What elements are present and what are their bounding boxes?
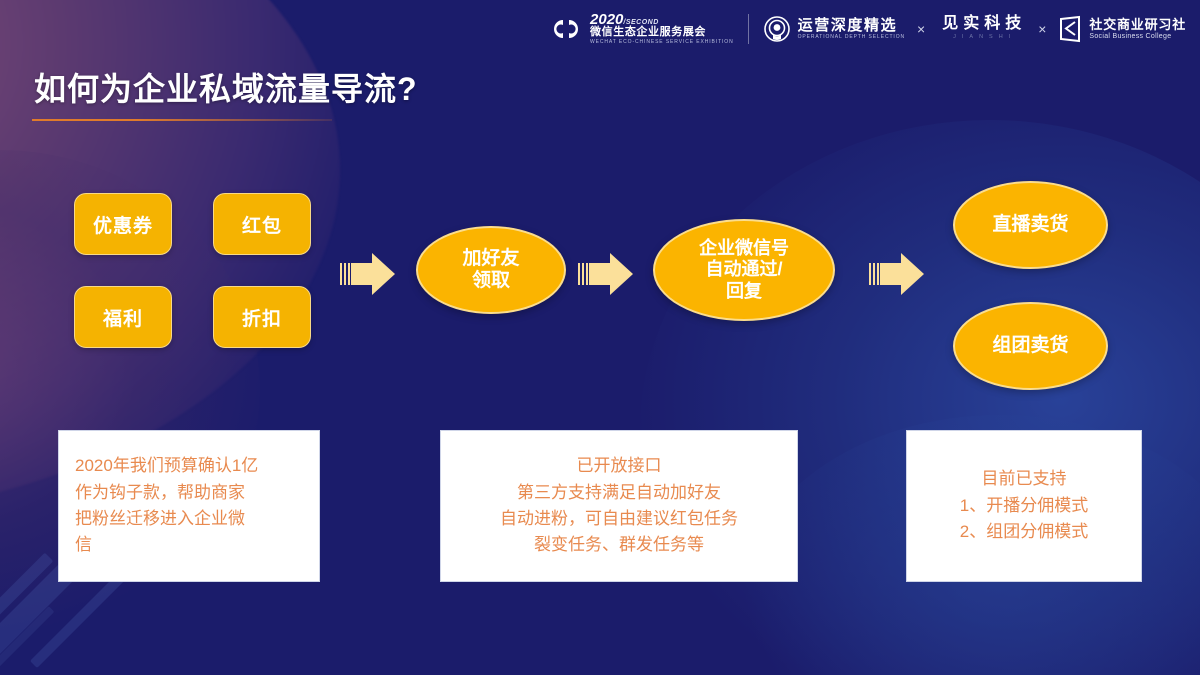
- note-line: 第三方支持满足自动加好友: [517, 482, 721, 502]
- stage-1-text: 加好友领取: [462, 247, 520, 291]
- stage-add-friend[interactable]: 加好友领取: [416, 226, 566, 314]
- chip-coupon[interactable]: 优惠券: [74, 193, 172, 255]
- arrow-tail-stripes: [869, 263, 879, 285]
- arrow-body: [589, 263, 610, 285]
- partner3-name-cn: 社交商业研习社: [1089, 16, 1186, 32]
- partner-logo-bar: 2020/SECOND 微信生态企业服务展会 Wechat Eco-Chines…: [549, 12, 1186, 45]
- note-line: 2、组团分佣模式: [959, 522, 1089, 542]
- note-line: 作为钩子款，帮助商家: [75, 482, 245, 502]
- note-line: 2020年我们预算确认1亿: [75, 456, 259, 476]
- note-card-supported-modes: 目前已支持 1、开播分佣模式 2、组团分佣模式: [906, 430, 1142, 582]
- chip-label: 优惠券: [92, 215, 153, 237]
- expo-mark-icon: [554, 19, 579, 38]
- outcome-group-selling[interactable]: 组团卖货: [953, 302, 1108, 390]
- note-line: 信: [75, 535, 92, 555]
- arrow-body: [351, 263, 372, 285]
- arrow-head: [610, 253, 633, 295]
- chip-label: 福利: [102, 308, 143, 330]
- arrow-right-icon-2: [578, 253, 633, 295]
- note-line: 目前已支持: [981, 469, 1067, 489]
- chip-discount[interactable]: 折扣: [213, 286, 311, 348]
- partner2-name-en: JIANSHI: [953, 34, 1017, 41]
- chip-label: 折扣: [241, 308, 282, 330]
- expo-name-en: Wechat Eco-Chinese Service Exhibition: [590, 39, 734, 45]
- outcome-label: 组团卖货: [992, 334, 1069, 356]
- expo-name-cn: 微信生态企业服务展会: [590, 26, 707, 38]
- arrow-tail-stripes: [340, 263, 350, 285]
- arrow-right-icon-1: [340, 253, 395, 295]
- chip-redpacket[interactable]: 红包: [213, 193, 311, 255]
- chip-welfare[interactable]: 福利: [74, 286, 172, 348]
- stage-2-text: 企业微信号自动通过/回复: [699, 238, 789, 301]
- partner1-name-en: Operational Depth Selection: [797, 33, 905, 40]
- arrow-body: [880, 263, 901, 285]
- arrow-right-icon-3: [869, 253, 924, 295]
- stage-wecom-auto-accept[interactable]: 企业微信号自动通过/回复: [653, 219, 835, 321]
- note-line: 1、开播分佣模式: [959, 495, 1089, 515]
- expo-year: 2020/SECOND: [590, 11, 659, 28]
- logo-expo: 2020/SECOND 微信生态企业服务展会 Wechat Eco-Chines…: [549, 12, 734, 45]
- logo-divider: [747, 13, 749, 44]
- arrow-head: [372, 253, 395, 295]
- page-title: 如何为企业私域流量导流?: [34, 71, 418, 107]
- logo-partner1: 运营深度精选 Operational Depth Selection: [763, 15, 905, 43]
- note-line: 自动进粉，可自由建议红包任务: [500, 509, 738, 528]
- title-underline: [32, 119, 332, 121]
- arrow-tail-stripes: [578, 263, 588, 285]
- logo-separator-1: ×: [917, 20, 926, 37]
- outcome-live-selling[interactable]: 直播卖货: [953, 181, 1108, 269]
- note-card-open-api: 已开放接口 第三方支持满足自动加好友 自动进粉，可自由建议红包任务 裂变任务、群…: [440, 430, 798, 582]
- chip-label: 红包: [241, 215, 282, 237]
- note-card-budget: 2020年我们预算确认1亿 作为钩子款，帮助商家 把粉丝迁移进入企业微 信: [58, 430, 320, 582]
- partner3-mark-icon: [1060, 15, 1081, 42]
- note-line: 裂变任务、群发任务等: [534, 535, 704, 555]
- outcome-label: 直播卖货: [992, 213, 1069, 235]
- partner1-name-cn: 运营深度精选: [797, 16, 898, 34]
- logo-separator-2: ×: [1038, 20, 1047, 37]
- note-line: 把粉丝迁移进入企业微: [75, 509, 245, 528]
- logo-partner2: 见实科技 JIANSHI: [937, 16, 1026, 41]
- arrow-head: [901, 253, 924, 295]
- partner2-name-cn: 见实科技: [942, 15, 1027, 33]
- partner3-name-en: Social Business College: [1089, 32, 1172, 40]
- logo-partner3: 社交商业研习社 Social Business College: [1058, 15, 1186, 43]
- note-line: 已开放接口: [576, 456, 662, 476]
- partner1-mark-icon: [763, 15, 790, 42]
